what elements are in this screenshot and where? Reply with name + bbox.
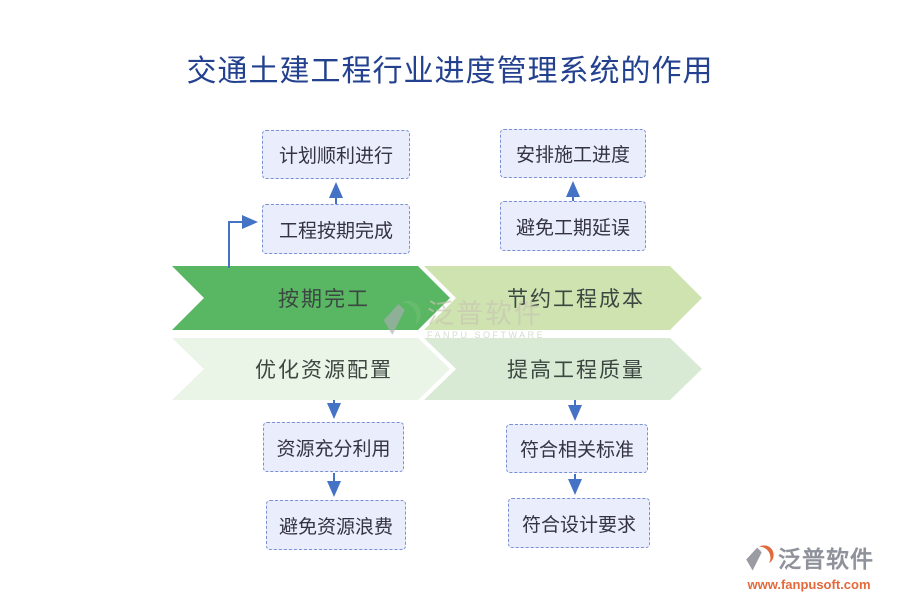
box-full-resource-utilization: 资源充分利用 xyxy=(263,422,404,472)
chevron-polygon xyxy=(424,266,702,330)
watermark-corner-website: www.fanpusoft.com xyxy=(747,577,871,592)
chevron-label-save-cost: 节约工程成本 xyxy=(507,287,645,311)
chevron-shape-on-time xyxy=(172,266,450,330)
chevron-polygon xyxy=(172,338,450,400)
box-avoid-resource-waste: 避免资源浪费 xyxy=(266,500,406,550)
arrow-elbow-chevron-to-box xyxy=(228,215,258,268)
fanpu-logo-icon xyxy=(746,545,774,571)
chevron-label-optimize-resource: 优化资源配置 xyxy=(255,358,393,382)
page-title: 交通土建工程行业进度管理系统的作用 xyxy=(186,55,714,88)
box-avoid-schedule-delay: 避免工期延误 xyxy=(500,201,646,251)
chevron-shape-optimize-resource xyxy=(172,338,450,400)
chevron-optimize-resource: 优化资源配置 xyxy=(172,338,450,400)
box-meet-relevant-standards: 符合相关标准 xyxy=(506,424,648,473)
watermark-center-brand-en: FANPU SOFTWARE xyxy=(427,329,546,340)
box-project-finished-on-schedule: 工程按期完成 xyxy=(262,204,410,254)
watermark-corner-brand: 泛普软件 xyxy=(778,547,874,572)
box-meet-design-requirements: 符合设计要求 xyxy=(508,498,650,548)
chevron-label-on-time: 按期完工 xyxy=(278,287,370,311)
box-arrange-construction-schedule: 安排施工进度 xyxy=(500,129,646,178)
chevron-on-time: 按期完工 xyxy=(172,266,450,330)
chevron-polygon xyxy=(172,266,450,330)
chevron-improve-quality: 提高工程质量 xyxy=(424,338,702,400)
watermark-center: 泛普软件 FANPU SOFTWARE xyxy=(381,299,545,341)
watermark-center-brand: 泛普软件 xyxy=(427,298,543,329)
chevron-shape-save-cost xyxy=(424,266,702,330)
chevron-shape-improve-quality xyxy=(424,338,702,400)
fanpu-logo-icon xyxy=(383,300,421,335)
watermark-corner: 泛普软件 www.fanpusoft.com xyxy=(744,544,874,592)
chevron-polygon xyxy=(424,338,702,400)
box-plan-proceeds-smoothly: 计划顺利进行 xyxy=(262,130,410,179)
chevron-save-cost: 节约工程成本 xyxy=(424,266,702,330)
chevron-label-improve-quality: 提高工程质量 xyxy=(507,358,645,382)
